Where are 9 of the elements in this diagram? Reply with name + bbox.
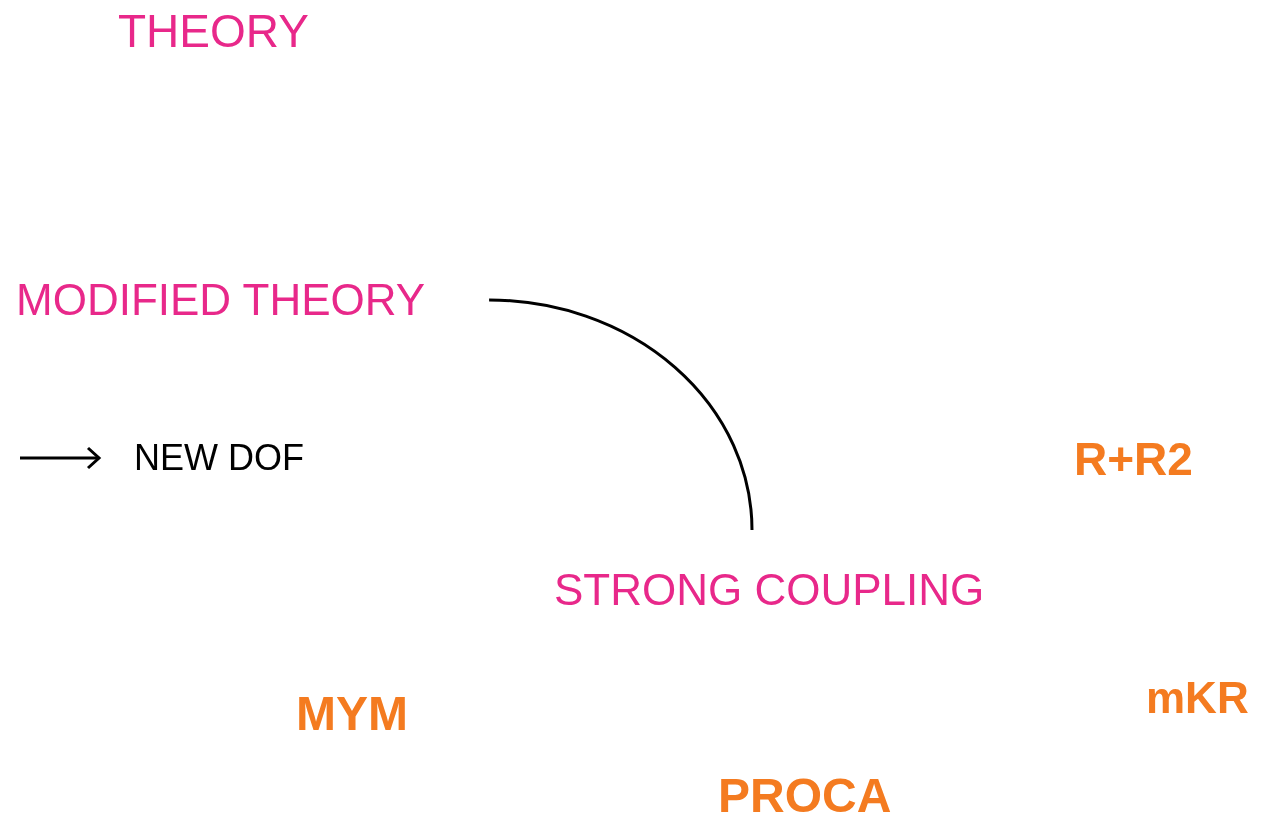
node-label: THEORY xyxy=(118,5,309,57)
node-label: PROCA xyxy=(718,769,892,822)
node-label: MODIFIED THEORY xyxy=(16,275,426,324)
node-label: STRONG COUPLING xyxy=(554,565,985,614)
curved-connector xyxy=(489,298,754,531)
node-label: MYM xyxy=(296,687,408,740)
legend-label: NEW DOF xyxy=(134,440,304,476)
node-label: mKR xyxy=(1146,673,1249,722)
node-label: R+R2 xyxy=(1074,433,1193,485)
